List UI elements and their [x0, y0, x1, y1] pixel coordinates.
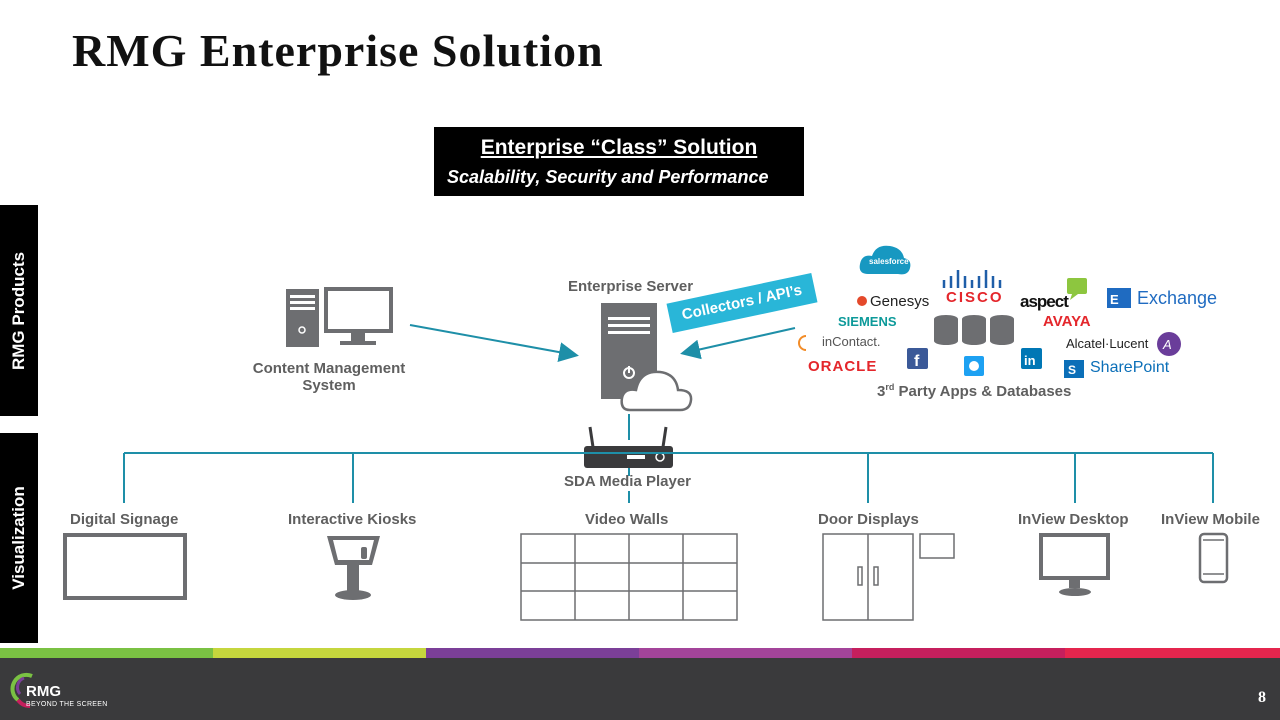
incontact-icon — [798, 335, 807, 351]
mobile-phone-icon — [1198, 532, 1229, 584]
alcatel-lucent-brand: Alcatel·Lucent — [1066, 336, 1149, 351]
rmg-logo-mark-icon — [10, 672, 33, 708]
aspect-chat-icon — [1067, 278, 1087, 300]
footer-stripe-6 — [1065, 648, 1280, 658]
twitter-icon — [964, 356, 984, 376]
class-box-subtitle: Scalability, Security and Performance — [447, 167, 769, 187]
page-title: RMG Enterprise Solution — [72, 25, 604, 76]
footer-stripe-4 — [639, 648, 852, 658]
side-label-rmg-products: RMG Products — [0, 205, 38, 416]
sharepoint-icon: S — [1064, 360, 1084, 378]
rmg-logo-tagline: BEYOND THE SCREEN — [26, 701, 108, 708]
svg-text:E: E — [1110, 292, 1119, 307]
genesys-icon — [857, 296, 867, 306]
viz-label-interactive-kiosks: Interactive Kiosks — [288, 511, 417, 528]
cisco-brand: CISCO — [946, 289, 1004, 306]
cms-label-line-2: System — [302, 377, 356, 394]
alcatel-lucent-icon: A — [1157, 332, 1181, 356]
exchange-brand: Exchange — [1137, 288, 1218, 308]
svg-text:S: S — [1068, 363, 1076, 377]
footer-stripe-1 — [0, 648, 213, 658]
video-wall-icon — [520, 533, 738, 621]
avaya-brand: AVAYA — [1043, 313, 1091, 330]
sharepoint-brand: SharePoint — [1090, 359, 1170, 376]
incontact-brand: inContact. — [822, 334, 881, 349]
genesys-brand: Genesys — [870, 293, 930, 310]
arrow-cms-to-server — [409, 324, 579, 362]
salesforce-cloud-icon — [859, 245, 911, 275]
class-box-title: Enterprise “Class” Solution — [480, 136, 758, 159]
viz-label-digital-signage: Digital Signage — [70, 511, 179, 528]
sda-media-player-label: SDA Media Player — [564, 473, 691, 490]
cms-label-line-1: Content Management — [252, 360, 406, 377]
digital-signage-icon — [63, 533, 187, 600]
rmg-logo-text: RMG — [26, 683, 61, 700]
footer-stripe-5 — [852, 648, 1065, 658]
enterprise-server-label: Enterprise Server — [568, 278, 694, 295]
side-label-visualization: Visualization — [0, 433, 38, 643]
cms-label: Content Management System — [232, 360, 426, 394]
page-number: 8 — [1258, 689, 1266, 706]
facebook-icon: f — [907, 348, 928, 370]
oracle-brand: ORACLE — [808, 358, 878, 375]
footer-bar — [0, 658, 1280, 720]
arrow-apis-to-server — [680, 327, 796, 360]
door-display-icon — [822, 533, 955, 621]
viz-label-inview-desktop: InView Desktop — [1018, 511, 1129, 528]
cms-computer-icon — [286, 287, 393, 347]
svg-text:f: f — [914, 353, 920, 370]
linkedin-icon: in — [1021, 348, 1042, 369]
svg-text:in: in — [1024, 353, 1036, 368]
database-icon — [934, 315, 1014, 345]
enterprise-class-box: Enterprise “Class” Solution Scalability,… — [434, 127, 804, 196]
server-icon — [601, 303, 657, 399]
exchange-icon: E — [1107, 288, 1131, 308]
cisco-logo-icon — [942, 270, 1002, 288]
svg-text:A: A — [1162, 337, 1172, 352]
cloud-icon — [620, 370, 693, 412]
media-player-icon — [584, 426, 673, 468]
footer-stripe-2 — [213, 648, 426, 658]
siemens-brand: SIEMENS — [838, 314, 897, 329]
viz-label-inview-mobile: InView Mobile — [1161, 511, 1260, 528]
aspect-brand: aspect — [1020, 292, 1069, 311]
viz-label-door-displays: Door Displays — [818, 511, 919, 528]
third-party-label: 3rd Party Apps & Databases — [877, 382, 1072, 400]
kiosk-icon — [327, 536, 380, 600]
footer-stripe-3 — [426, 648, 639, 658]
desktop-monitor-icon — [1039, 533, 1110, 596]
salesforce-brand: salesforce — [869, 257, 909, 266]
viz-label-video-walls: Video Walls — [585, 511, 669, 528]
